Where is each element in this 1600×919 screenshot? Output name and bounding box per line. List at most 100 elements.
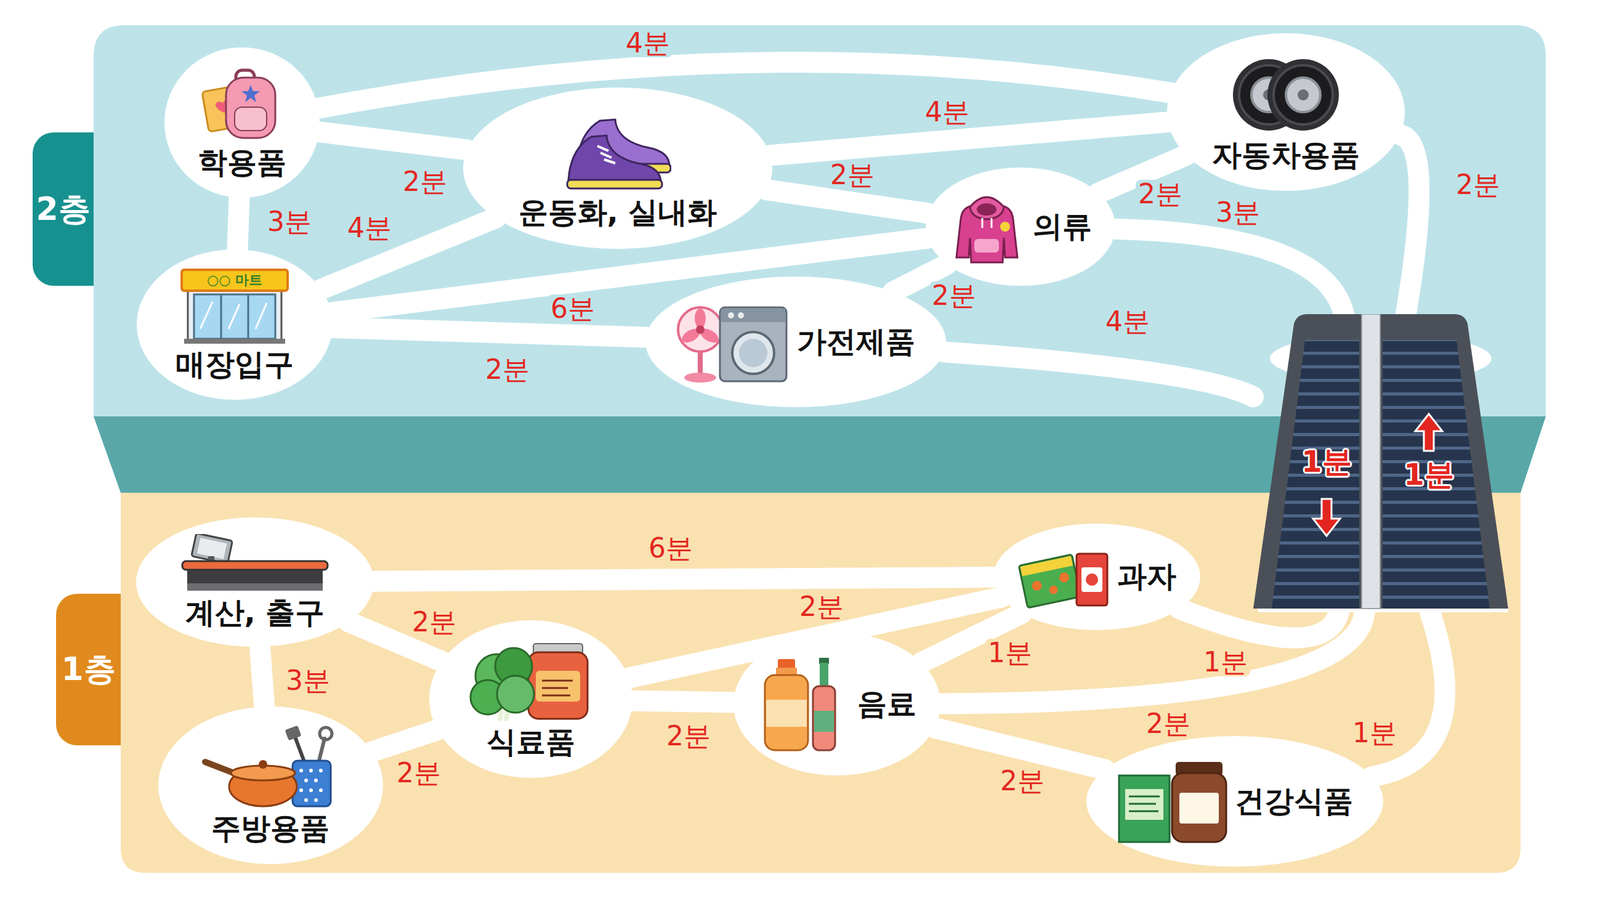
drinks-picture	[764, 657, 836, 751]
shop-area: 과자	[993, 523, 1201, 631]
shop-area: 의류	[925, 167, 1116, 287]
shop-area: 주방용품	[158, 706, 384, 865]
walkway-connector	[319, 131, 468, 150]
school-icon	[200, 65, 284, 143]
drinks-icon	[757, 656, 850, 752]
school-picture	[202, 70, 276, 138]
kitchen-icon	[201, 724, 340, 809]
shop-area: 자동차용품	[1167, 33, 1405, 191]
icon-box	[563, 105, 672, 193]
walk-time-label: 1분	[985, 638, 1035, 667]
shop-area-name: 계산, 출구	[185, 594, 326, 631]
walk-time-label: 2분	[663, 721, 714, 751]
shop-area: 운동화, 실내화	[463, 87, 773, 249]
icon-box	[200, 65, 284, 143]
walk-time-label: 2분	[997, 766, 1047, 796]
walkway-connector	[944, 352, 1254, 398]
walkway-connector	[940, 612, 1365, 704]
walk-time-label: 6분	[548, 294, 598, 323]
walk-time-label: 2분	[400, 167, 450, 196]
shoes-picture	[567, 119, 671, 189]
walk-time-label: 3분	[264, 207, 315, 236]
shop-area: 음료	[733, 632, 942, 776]
shop-area-name: 음료	[857, 686, 917, 722]
walkway-connector	[766, 189, 929, 214]
walkway-connector	[1115, 229, 1344, 315]
icon-box	[948, 188, 1026, 266]
walk-time-label: 4분	[922, 97, 972, 127]
health-picture	[1119, 761, 1227, 842]
shop-area-name: 식료품	[486, 724, 576, 760]
shop-area-name: 운동화, 실내화	[518, 194, 718, 231]
grocery-icon	[469, 638, 593, 722]
walk-time-label: 6분	[646, 533, 696, 563]
shop-area: 가전제품	[645, 276, 946, 408]
escalator-time: 1분	[1301, 445, 1352, 478]
snack-picture	[1018, 553, 1108, 608]
shop-area: 건강식품	[1086, 735, 1384, 867]
walk-time-label: 4분	[344, 213, 395, 243]
shop-area-name: 건강식품	[1234, 783, 1354, 820]
tires-picture	[1232, 59, 1339, 131]
walkway-connector	[318, 62, 1171, 109]
walk-time-label: 3분	[1213, 198, 1263, 227]
register-icon	[181, 533, 329, 593]
hoodie-icon	[948, 188, 1026, 266]
walk-time-label: 2분	[409, 607, 459, 637]
walkway-connector	[1179, 608, 1339, 638]
store-sign-text: ○○ 마트	[184, 270, 286, 290]
shop-area-name: 가전제품	[796, 323, 916, 360]
shop-area-name: 매장입구	[175, 346, 294, 383]
hoodie-picture	[956, 197, 1018, 263]
icon-box	[1230, 51, 1342, 135]
shop-area: 계산, 출구	[136, 517, 374, 647]
walkway-connector	[1399, 134, 1419, 315]
kitchen-picture	[205, 724, 332, 806]
icon-box	[1017, 542, 1110, 611]
escalator-icon	[1253, 314, 1509, 613]
walk-time-label: 2분	[827, 160, 877, 190]
grocery-picture	[470, 643, 588, 719]
shop-area: 식료품	[429, 620, 633, 778]
walkway-connector	[632, 700, 734, 703]
shop-area: 학용품	[164, 47, 320, 199]
walk-time-label: 2분	[796, 592, 847, 621]
icon-box: ○○ 마트	[179, 267, 291, 345]
health-icon	[1116, 758, 1228, 845]
shop-area-name: 자동차용품	[1212, 137, 1360, 174]
walk-time-label: 2분	[929, 281, 979, 310]
walkway-connector	[373, 577, 994, 582]
shop-area-name: 학용품	[197, 144, 287, 181]
icon-box	[469, 638, 593, 722]
walk-time-label: 2분	[1135, 179, 1185, 209]
shoes-icon	[563, 105, 672, 193]
floor-tab: 2층	[32, 132, 94, 286]
walkway-connector	[770, 121, 1169, 156]
icon-box	[201, 724, 340, 809]
appliance-icon	[675, 298, 790, 385]
shop-area: ○○ 마트매장입구	[136, 249, 334, 401]
walk-time-label: 2분	[394, 758, 444, 788]
store-picture	[181, 269, 288, 344]
walk-time-label: 2분	[482, 355, 533, 384]
walkway-connector	[259, 646, 265, 707]
appliance-picture	[678, 307, 787, 383]
icon-box	[181, 533, 329, 593]
walk-time-label: 2분	[1453, 170, 1503, 199]
escalator: 1분1분	[1253, 314, 1509, 613]
icon-box	[675, 298, 790, 385]
walk-time-label: 4분	[623, 28, 673, 58]
shop-area-name: 주방용품	[211, 810, 330, 847]
walk-time-label: 4분	[1103, 307, 1153, 336]
walkway-connector	[332, 327, 647, 338]
walkway-connector	[371, 729, 438, 752]
tires-icon	[1230, 51, 1342, 135]
walkway-connector	[934, 727, 1106, 770]
icon-box	[1116, 758, 1228, 845]
walk-time-label: 2분	[1143, 709, 1193, 738]
walk-time-label: 3분	[283, 666, 333, 695]
walkway-connector	[1372, 612, 1445, 777]
snack-icon	[1017, 542, 1110, 611]
icon-box	[757, 656, 850, 752]
